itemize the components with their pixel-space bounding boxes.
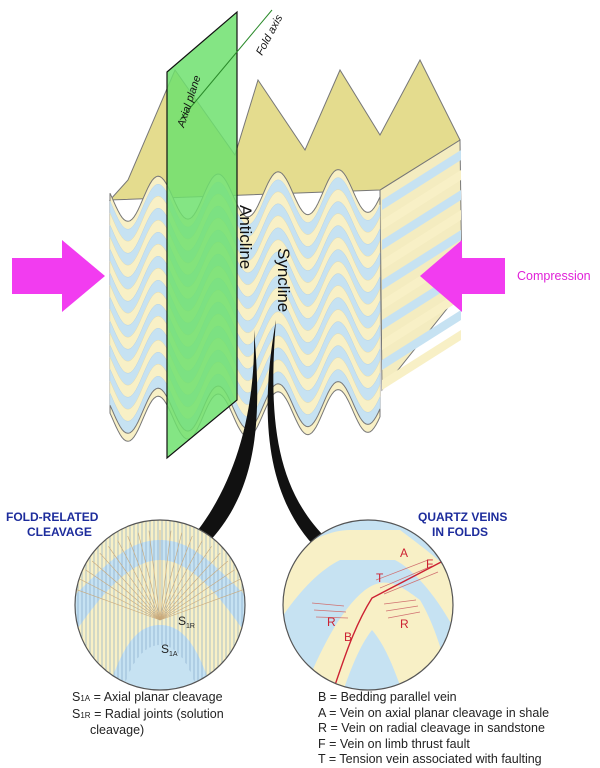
radial-joint-line <box>159 588 245 621</box>
legend-s1r: S1R = Radial joints (solution <box>72 706 224 721</box>
fold-related-heading-2: CLEAVAGE <box>27 525 92 539</box>
side-layer-band <box>382 210 461 270</box>
s1r-label: S1R <box>178 614 195 630</box>
vein-label-A: A <box>400 546 408 560</box>
radial-joint-line <box>85 569 161 621</box>
radial-joint-line <box>99 552 161 621</box>
block-side-face <box>379 139 463 392</box>
fold-axis-label: Fold axis <box>254 12 285 57</box>
vein-label-R-right: R <box>400 617 409 631</box>
quartz-vein-hatch <box>379 565 433 589</box>
legend-R: R = Vein on radial cleavage in sandstone <box>318 721 545 735</box>
radial-joint-line <box>108 546 161 621</box>
radial-joint-line <box>148 530 161 621</box>
radial-joint-line <box>159 560 229 621</box>
quartz-vein-hatch <box>313 609 347 613</box>
quartz-vein-hatch <box>375 559 429 581</box>
legend-s1r-cont: cleavage) <box>90 723 145 737</box>
vein-label-R-left: R <box>327 615 336 629</box>
quartz-vein-hatch <box>385 605 419 612</box>
radial-joint-line <box>159 530 172 621</box>
vein-label-B: B <box>344 630 352 644</box>
quartz-vein-hatch <box>387 611 421 619</box>
side-layer-band <box>382 150 461 210</box>
s1a-label: S1A <box>161 642 178 658</box>
quartz-veins-heading-2: IN FOLDS <box>432 525 488 539</box>
quartz-vein-hatch <box>311 602 345 607</box>
compression-arrow-left <box>12 240 105 312</box>
quartz-vein-hatch <box>315 616 349 619</box>
radial-joint-line <box>75 588 161 621</box>
quartz-vein-hatch <box>383 599 417 605</box>
cleavage-detail-circle: S1R S1A <box>74 519 246 691</box>
fold-related-heading-1: FOLD-RELATED <box>6 510 99 524</box>
radial-joint-line <box>91 560 161 621</box>
quartz-vein-hatch <box>383 571 439 595</box>
axial-plane <box>166 10 238 460</box>
fold-axis-line <box>179 9 273 121</box>
radial-joint-line <box>159 546 212 621</box>
legend-F: F = Vein on limb thrust fault <box>318 736 470 751</box>
magnifier-wedge-right <box>267 320 328 548</box>
side-layer-band <box>382 330 461 390</box>
side-layer-band <box>382 290 461 350</box>
legend-T: T = Tension vein associated with faultin… <box>318 752 542 766</box>
cleavage-legend: S1A = Axial planar cleavage S1R = Radial… <box>72 690 224 739</box>
vein-label-T: T <box>376 571 384 585</box>
radial-joint-line <box>159 552 221 621</box>
legend-B: B = Bedding parallel vein <box>318 690 457 704</box>
compression-label: Compression <box>517 269 591 283</box>
syncline-label: Syncline <box>274 248 293 312</box>
radial-joint-line <box>159 569 235 621</box>
anticline-label: Anticline <box>236 205 255 269</box>
magnifier-wedge-left <box>198 330 258 543</box>
radial-joint-line <box>137 532 161 621</box>
radial-joint-line <box>159 540 203 621</box>
radial-joint-line <box>159 532 183 621</box>
radial-joint-line <box>159 578 241 621</box>
side-layer-band <box>382 310 461 370</box>
radial-joint-line <box>159 535 193 621</box>
radial-joint-line <box>79 578 161 621</box>
radial-joint-line <box>117 540 161 621</box>
vein-label-F: F <box>426 557 433 571</box>
quartz-veins-heading-1: QUARTZ VEINS <box>418 510 507 524</box>
radial-joint-line <box>127 535 161 621</box>
legend-s1a: S1A = Axial planar cleavage <box>72 690 223 704</box>
side-layer-band <box>382 190 461 250</box>
quartz-vein-detail-circle: A F T R R B <box>282 519 454 691</box>
compression-arrow-right <box>420 240 505 312</box>
side-layer-band <box>382 170 461 230</box>
legend-A: A = Vein on axial planar cleavage in sha… <box>318 705 550 720</box>
vein-legend: B = Bedding parallel vein A = Vein on ax… <box>318 690 549 768</box>
side-layer-band <box>382 230 461 290</box>
